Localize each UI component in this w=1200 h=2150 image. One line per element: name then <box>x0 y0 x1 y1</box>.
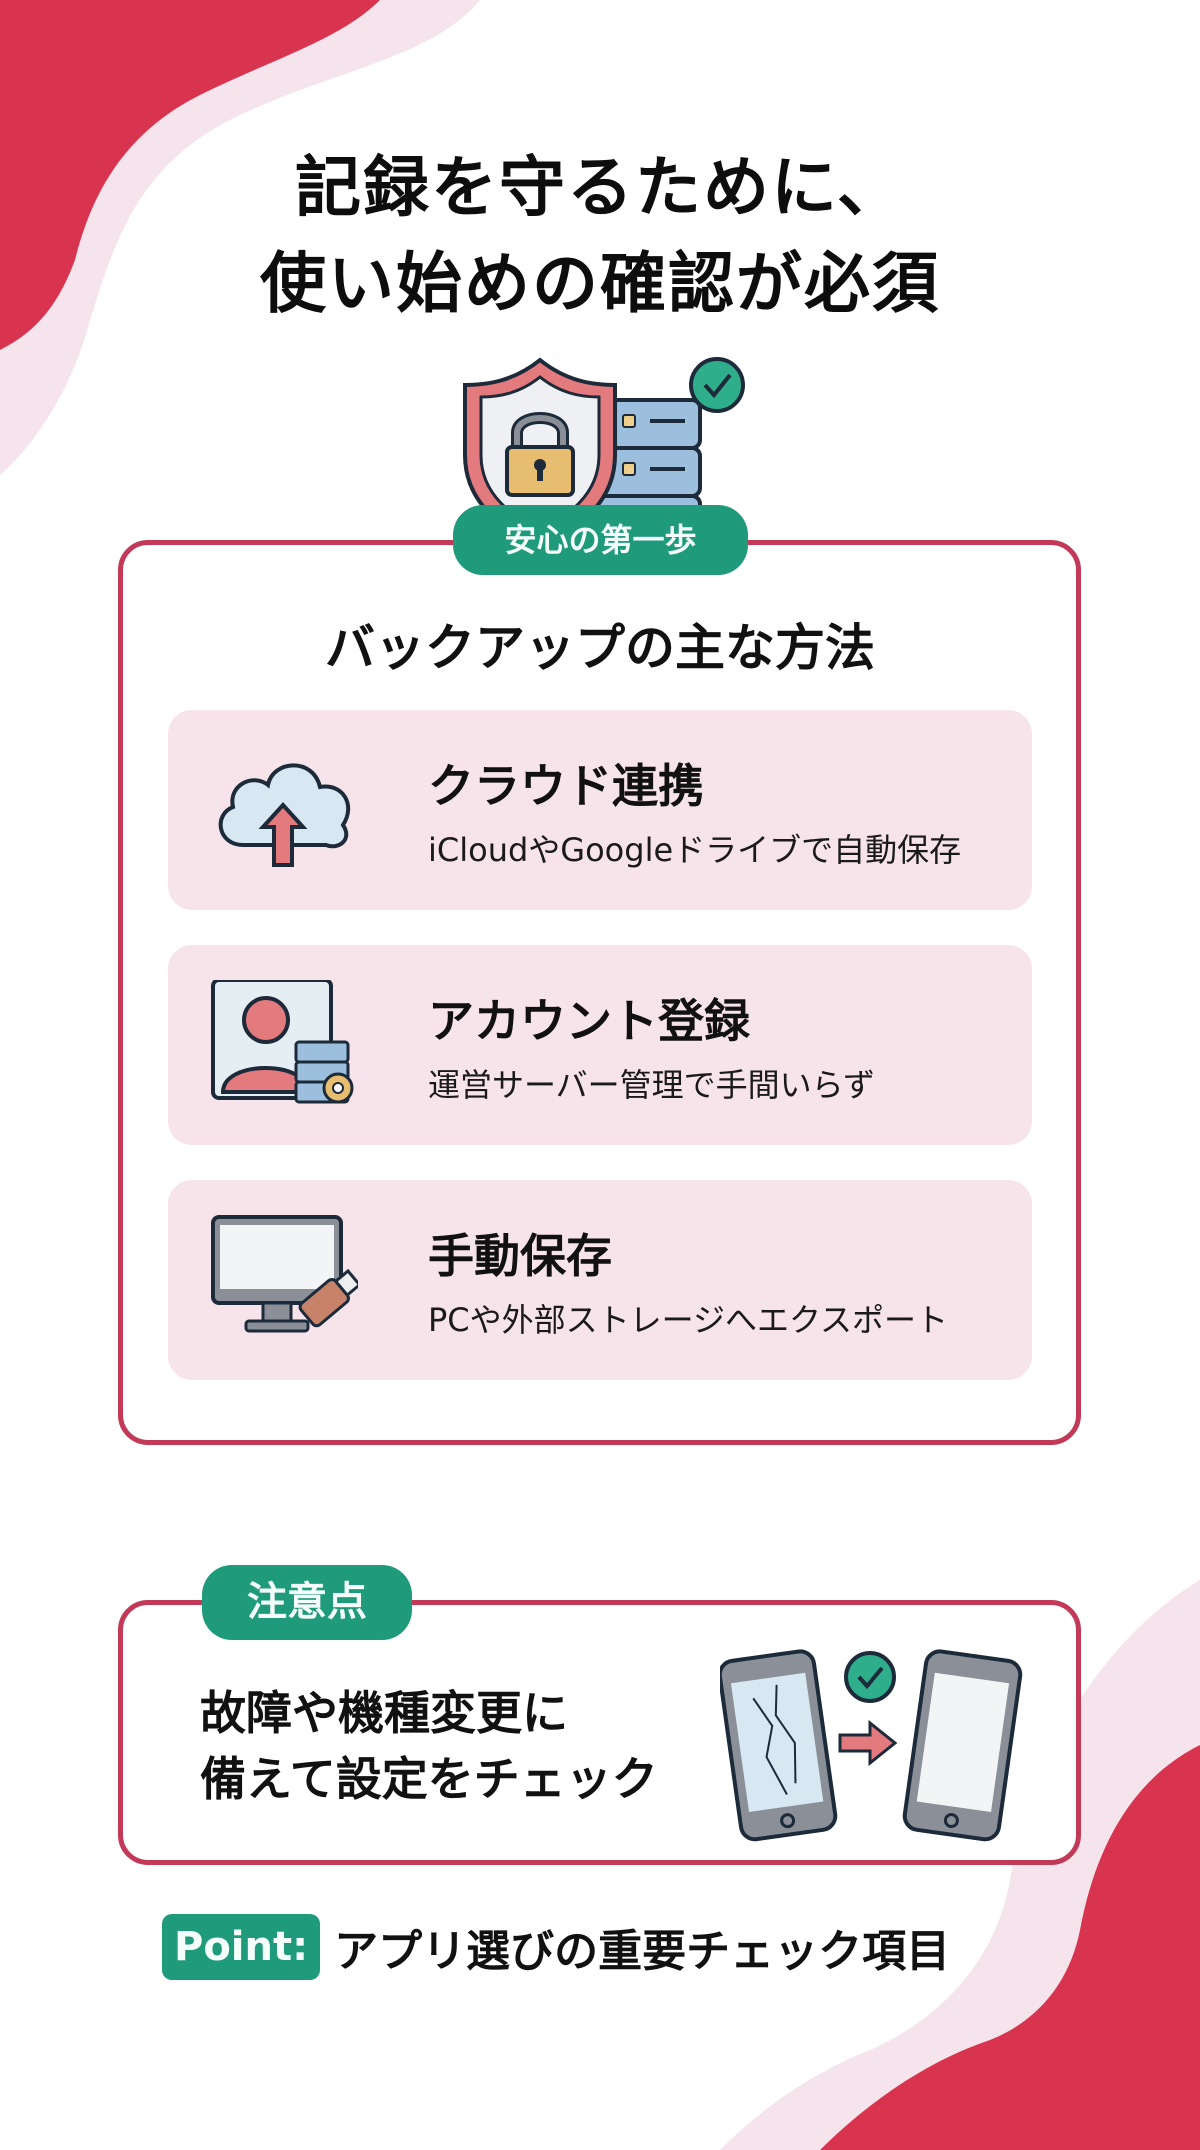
computer-usb-icon <box>211 1215 358 1333</box>
caution-badge: 注意点 <box>202 1565 412 1640</box>
cloud-upload-icon <box>218 763 350 867</box>
new-phone-icon <box>902 1649 1023 1842</box>
shield-lock-server-icon <box>463 357 745 545</box>
method-item-account: アカウント登録 運営サーバー管理で手間いらず <box>168 945 1032 1145</box>
broken-phone-icon <box>720 1649 838 1842</box>
first-step-badge: 安心の第一歩 <box>453 505 748 575</box>
arrow-right-icon <box>838 1719 898 1767</box>
method-item-cloud: クラウド連携 iCloudやGoogleドライブで自動保存 <box>168 710 1032 910</box>
top-left-wave-decoration <box>0 0 480 475</box>
title-line-2: 使い始めの確認が必須 <box>260 245 940 322</box>
backup-methods-heading: バックアップの主な方法 <box>325 619 875 677</box>
caution-line-1: 故障や機種変更に <box>200 1686 568 1740</box>
method-title: アカウント登録 <box>428 994 750 1048</box>
caution-text: 故障や機種変更に 備えて設定をチェック <box>200 1680 658 1812</box>
point-text: アプリ選びの重要チェック項目 <box>334 1926 951 1977</box>
page-title: 記録を守るために、 使い始めの確認が必須 <box>0 140 1200 332</box>
method-title: 手動保存 <box>428 1229 612 1283</box>
method-title: クラウド連携 <box>428 759 704 813</box>
method-item-manual: 手動保存 PCや外部ストレージへエクスポート <box>168 1180 1032 1380</box>
point-row: Point: アプリ選びの重要チェック項目 <box>162 1912 950 1982</box>
check-circle-icon <box>844 1651 896 1703</box>
point-badge: Point: <box>162 1914 321 1980</box>
phone-transfer-icon <box>720 1649 1023 1842</box>
lock-icon <box>505 412 575 497</box>
caution-line-2: 備えて設定をチェック <box>200 1752 658 1806</box>
check-circle-icon <box>689 357 745 413</box>
method-description: 運営サーバー管理で手間いらず <box>428 1066 876 1104</box>
method-description: iCloudやGoogleドライブで自動保存 <box>428 831 962 869</box>
method-description: PCや外部ストレージへエクスポート <box>428 1301 949 1339</box>
account-server-icon <box>211 980 354 1104</box>
title-line-1: 記録を守るために、 <box>294 149 906 226</box>
